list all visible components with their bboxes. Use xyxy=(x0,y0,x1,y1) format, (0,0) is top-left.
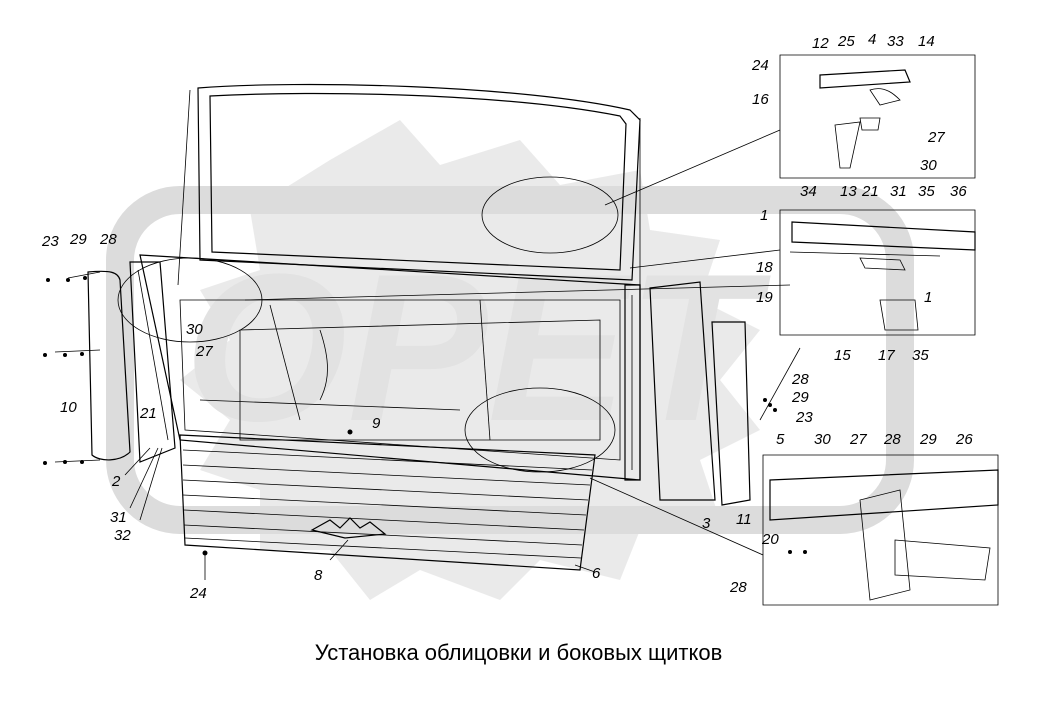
callout-1: 1 xyxy=(760,207,768,224)
callout-25: 25 xyxy=(837,33,855,50)
callout-17: 17 xyxy=(878,347,895,364)
callout-28d: 28 xyxy=(729,579,747,596)
watermark-logo xyxy=(106,120,914,600)
callout-24b: 24 xyxy=(189,585,207,602)
callout-labels: 12 25 4 33 14 24 16 27 30 13 21 31 34 35… xyxy=(41,31,973,602)
callout-26: 26 xyxy=(955,431,973,448)
watermark-text: OPET xyxy=(184,230,771,465)
callout-16: 16 xyxy=(752,91,769,108)
callout-23: 23 xyxy=(41,233,59,250)
callout-27: 27 xyxy=(927,129,945,146)
callout-21: 21 xyxy=(861,183,879,200)
callout-30: 30 xyxy=(920,157,937,174)
callout-4: 4 xyxy=(868,31,876,48)
right-side-shields xyxy=(649,281,751,506)
callout-27b: 27 xyxy=(195,343,213,360)
callout-6: 6 xyxy=(592,565,601,582)
callout-15: 15 xyxy=(834,347,851,364)
callout-2: 2 xyxy=(111,473,121,490)
callout-35b: 35 xyxy=(912,347,929,364)
windshield xyxy=(177,83,641,300)
callout-31b: 31 xyxy=(110,509,127,526)
left-side-shield xyxy=(87,261,176,463)
detail-ellipse-left xyxy=(117,257,263,343)
callout-8: 8 xyxy=(314,567,323,584)
callout-12: 12 xyxy=(812,35,829,52)
callout-23b: 23 xyxy=(795,409,813,426)
cab-body xyxy=(139,254,641,481)
callout-9: 9 xyxy=(372,415,381,432)
callout-1b: 1 xyxy=(924,289,932,306)
callout-13: 13 xyxy=(840,183,857,200)
callout-32: 32 xyxy=(114,527,131,544)
callout-28c: 28 xyxy=(883,431,901,448)
callout-35: 35 xyxy=(918,183,935,200)
radiator-grille xyxy=(179,434,596,571)
fastener-dots xyxy=(43,276,807,556)
callout-29c: 29 xyxy=(919,431,937,448)
callout-31: 31 xyxy=(890,183,907,200)
callout-30c: 30 xyxy=(814,431,831,448)
callout-10: 10 xyxy=(60,399,77,416)
callout-29b: 29 xyxy=(791,389,809,406)
callout-36: 36 xyxy=(950,183,967,200)
detail-ellipse-top xyxy=(481,176,619,254)
callout-28b: 28 xyxy=(791,371,809,388)
callout-27c: 27 xyxy=(849,431,867,448)
callout-20: 20 xyxy=(761,531,779,548)
callout-3: 3 xyxy=(702,515,711,532)
figure-caption: Установка облицовки и боковых щитков xyxy=(314,640,723,665)
callout-33: 33 xyxy=(887,33,904,50)
detail-ellipse-bottom xyxy=(464,387,616,473)
callout-14: 14 xyxy=(918,33,935,50)
callout-34: 34 xyxy=(800,183,817,200)
callout-21b: 21 xyxy=(139,405,157,422)
callout-24: 24 xyxy=(751,57,769,74)
callout-5: 5 xyxy=(776,431,785,448)
detail-box-mid-right xyxy=(779,209,976,336)
callout-11: 11 xyxy=(736,511,752,528)
callout-18: 18 xyxy=(756,259,773,276)
callout-30b: 30 xyxy=(186,321,203,338)
detail-box-top-right xyxy=(779,54,976,179)
callout-19: 19 xyxy=(756,289,773,306)
callout-29: 29 xyxy=(69,231,87,248)
leader-lines xyxy=(54,129,801,580)
callout-28: 28 xyxy=(99,231,117,248)
